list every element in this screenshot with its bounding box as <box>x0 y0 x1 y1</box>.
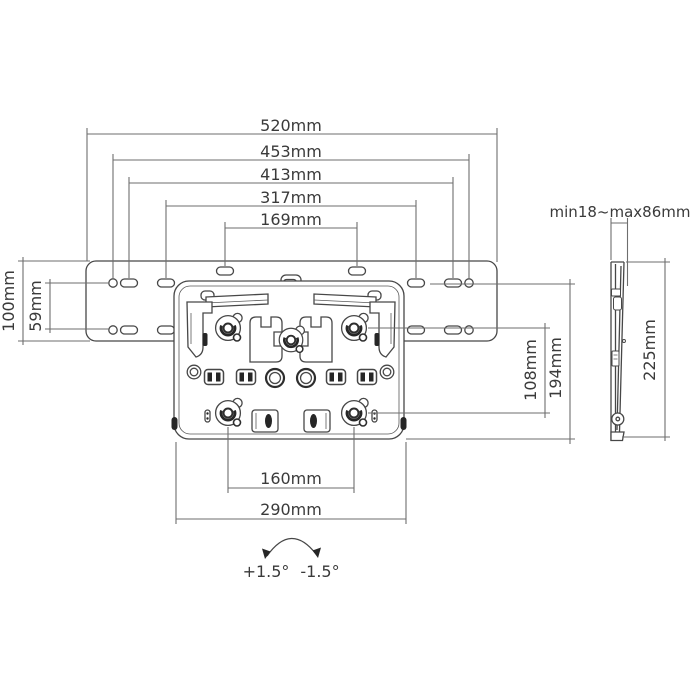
dim-225mm: 225mm <box>622 258 670 441</box>
dim-453mm: 453mm <box>112 142 470 278</box>
tilt-negative-label: -1.5° <box>300 562 339 581</box>
dim-413mm-label: 413mm <box>260 165 322 184</box>
front-view <box>85 260 498 440</box>
lower-hardware <box>171 409 407 433</box>
edge-tab-right <box>400 417 407 430</box>
tilt-arrow-right <box>312 547 321 558</box>
dim-225mm-label: 225mm <box>640 319 659 381</box>
dim-100mm: 100mm <box>0 257 90 345</box>
dimensions: 520mm 453mm 413mm 317mm 169mm 100mm 59mm <box>0 116 690 524</box>
tilt-arc <box>266 537 317 557</box>
lower-buckle-right <box>303 409 331 433</box>
dim-413mm: 413mm <box>128 165 454 278</box>
dim-290mm-label: 290mm <box>260 500 322 519</box>
dim-290mm: 290mm <box>175 442 407 524</box>
wall-plate-holes <box>108 266 474 335</box>
bracket-inner-outline <box>178 285 400 435</box>
edge-tab-left <box>171 417 178 430</box>
dim-59mm: 59mm <box>26 279 109 333</box>
side-view <box>610 261 626 442</box>
dim-169mm-label: 169mm <box>260 210 322 229</box>
dim-520mm: 520mm <box>86 116 498 262</box>
dim-194mm: 194mm <box>406 279 575 444</box>
dim-108mm: 108mm <box>368 323 550 418</box>
middle-hardware-row <box>186 364 395 389</box>
tilt-arrow-left <box>262 548 271 559</box>
dim-depth-label: min18~max86mm <box>550 203 691 221</box>
dim-169mm: 169mm <box>224 210 358 266</box>
dim-59mm-label: 59mm <box>26 280 45 332</box>
dim-317mm: 317mm <box>165 188 417 278</box>
tv-bracket <box>171 274 407 440</box>
dim-depth-min-max: min18~max86mm <box>550 203 691 286</box>
dim-453mm-label: 453mm <box>260 142 322 161</box>
dim-317mm-label: 317mm <box>260 188 322 207</box>
tilt-positive-label: +1.5° <box>243 562 290 581</box>
lower-buckle-left <box>251 409 279 433</box>
tilt-pivot <box>611 412 625 426</box>
tilt-indicator: +1.5° -1.5° <box>243 537 340 581</box>
dim-100mm-label: 100mm <box>0 270 18 332</box>
dim-194mm-label: 194mm <box>546 337 565 399</box>
dim-160mm-label: 160mm <box>260 469 322 488</box>
dim-520mm-label: 520mm <box>260 116 322 135</box>
dim-108mm-label: 108mm <box>521 339 540 401</box>
dim-160mm: 160mm <box>227 427 355 493</box>
